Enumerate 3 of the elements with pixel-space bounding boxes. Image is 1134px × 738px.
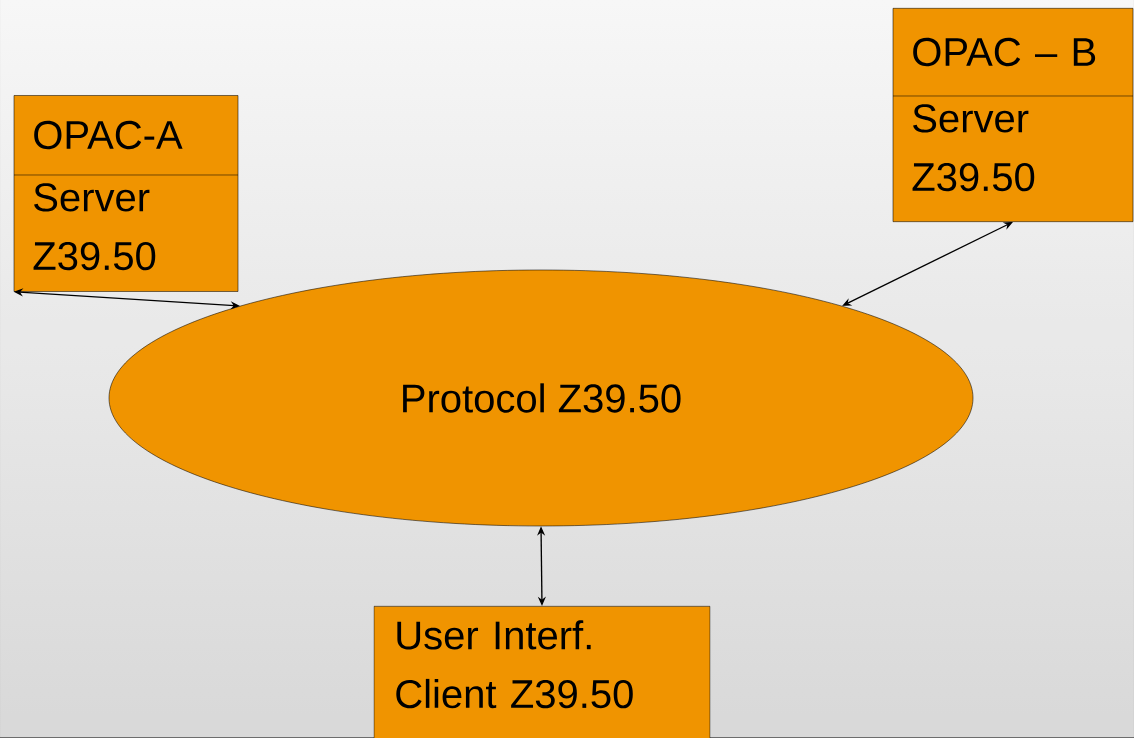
text-box: OPAC – B Server Z39.50 bbox=[892, 8, 1134, 222]
text-box: OPAC-A Server Z39.50 bbox=[13, 95, 239, 292]
text-box: User Interf. Client Z39.50 bbox=[373, 606, 711, 738]
